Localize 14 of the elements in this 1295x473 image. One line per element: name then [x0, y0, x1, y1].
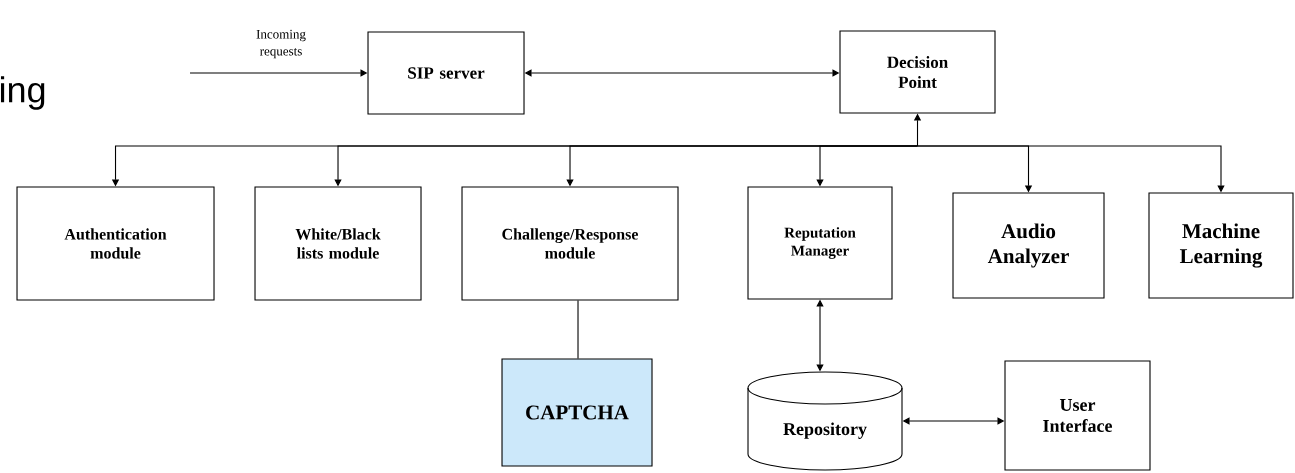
title-text: ing — [1, 76, 45, 110]
edge-label: Incoming requests — [245, 28, 317, 60]
connector-line — [577, 300, 579, 359]
process-box: User Interface — [1004, 360, 1151, 471]
module-box: Machine Learning — [1148, 192, 1294, 299]
captcha-box: CAPTCHA — [501, 358, 653, 467]
module-box: Challenge/Response module — [461, 186, 679, 301]
module-box: Authentication module — [16, 186, 215, 301]
module-box: Audio Analyzer — [952, 192, 1105, 299]
database-cylinder: Repository — [747, 371, 903, 471]
module-box: White/Black lists module — [254, 186, 422, 301]
process-box: Decision Point — [839, 30, 996, 114]
process-box: SIP server — [367, 31, 525, 115]
module-box: Reputation Manager — [747, 186, 893, 300]
